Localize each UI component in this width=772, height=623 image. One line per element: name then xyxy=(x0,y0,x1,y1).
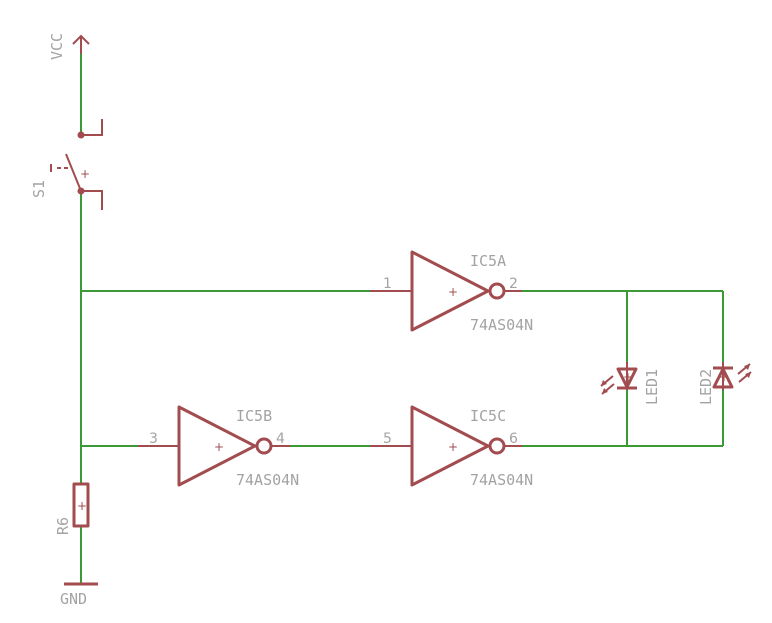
wires xyxy=(80,52,724,583)
ic5a-triangle xyxy=(410,250,490,332)
ic5c-part-label: 74AS04N xyxy=(470,471,533,489)
inverter-ic5c: + 5 6 IC5C 74AS04N xyxy=(370,405,533,489)
led2-light-arrows-icon xyxy=(737,363,752,383)
switch-lever xyxy=(65,153,82,192)
inverter-ic5a: + 1 2 IC5A 74AS04N xyxy=(370,250,533,334)
vcc-arrow-icon xyxy=(72,34,90,45)
ic5a-pin-out-number: 2 xyxy=(509,276,518,292)
resistor-r6: + R6 xyxy=(54,482,90,535)
ic5a-pin-in-number: 1 xyxy=(383,276,392,292)
ic5a-part-label: 74AS04N xyxy=(470,316,533,334)
ic5b-part-label: 74AS04N xyxy=(236,471,299,489)
led1-diode-triangle xyxy=(616,367,638,389)
r6-label: R6 xyxy=(54,517,72,535)
led2-origin-cross: + xyxy=(719,370,729,384)
ic5b-bubble xyxy=(255,437,273,455)
switch-top-bracket xyxy=(81,119,103,136)
led2-label: LED2 xyxy=(697,369,715,405)
ic5a-ref-label: IC5A xyxy=(470,252,506,270)
switch-origin-cross: + xyxy=(80,167,90,181)
ic5b-pin-out-number: 4 xyxy=(276,431,285,447)
ic5c-pin-out-number: 6 xyxy=(509,431,518,447)
ic5c-pin-in-number: 5 xyxy=(383,431,392,447)
ic5c-bubble xyxy=(488,437,506,455)
switch-s1: + S1 xyxy=(30,119,103,210)
ic5c-triangle xyxy=(410,405,490,487)
r6-body xyxy=(72,482,90,528)
ic5b-origin-cross: + xyxy=(214,440,224,454)
ic5c-ref-label: IC5C xyxy=(470,407,506,425)
led1-origin-cross: + xyxy=(623,370,633,384)
switch-bottom-bracket xyxy=(81,190,103,210)
led2-diode-triangle xyxy=(712,367,734,389)
s1-label: S1 xyxy=(30,180,48,198)
ic5c-origin-cross: + xyxy=(448,440,458,454)
inverter-ic5b: + 3 4 IC5B 74AS04N xyxy=(138,405,299,489)
led1: + LED1 xyxy=(600,362,661,405)
led1-label: LED1 xyxy=(643,369,661,405)
ic5b-triangle xyxy=(177,405,257,487)
ic5b-pin-in-number: 3 xyxy=(149,431,158,447)
ground-symbol: GND xyxy=(60,582,98,608)
r6-origin-cross: + xyxy=(77,499,87,513)
ic5a-bubble xyxy=(488,282,506,300)
ic5a-origin-cross: + xyxy=(448,285,458,299)
vcc-label: VCC xyxy=(48,33,66,60)
gnd-label: GND xyxy=(60,590,87,608)
ic5b-ref-label: IC5B xyxy=(236,407,272,425)
led2: + LED2 xyxy=(697,362,752,405)
led1-light-arrows-icon xyxy=(600,375,615,395)
vcc-supply: VCC xyxy=(48,33,90,60)
